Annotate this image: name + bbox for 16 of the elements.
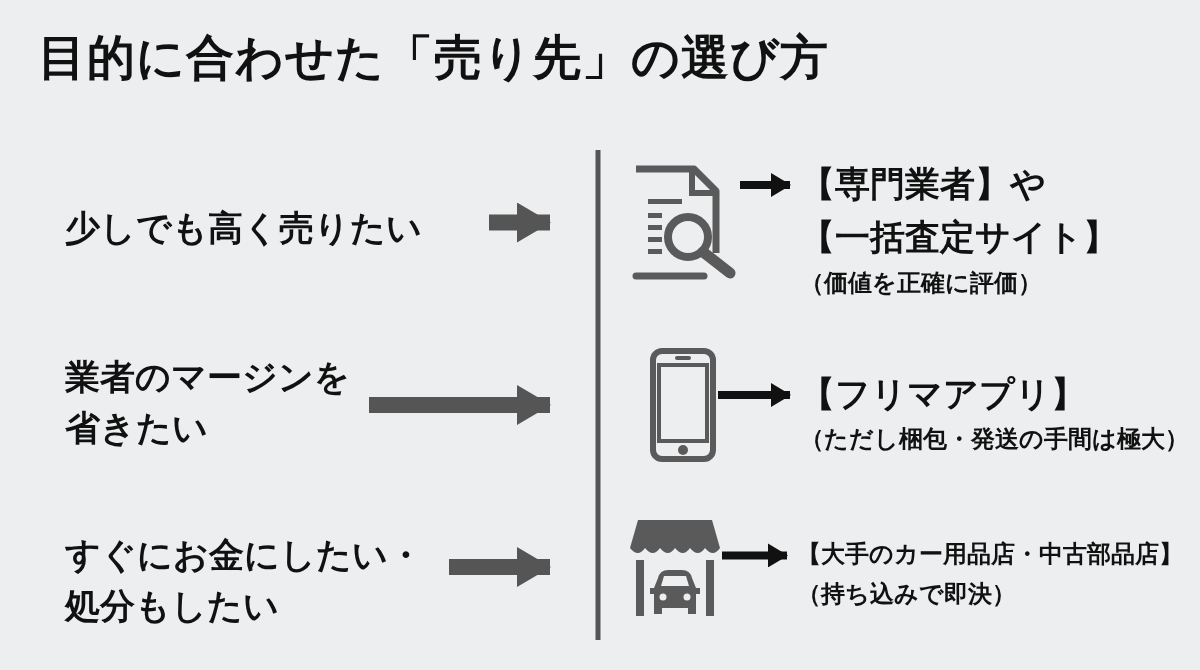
- arrow: [489, 202, 551, 243]
- store-icon: [630, 518, 720, 616]
- note-text: （持ち込みで即決）: [797, 580, 1016, 609]
- node-text: 少しでも高く売りたい: [65, 207, 423, 250]
- node-text: 【フリマアプリ】: [800, 373, 1086, 416]
- note-text: （価値を正確に評価）: [800, 269, 1042, 298]
- node-text: すぐにお金にしたい・処分もしたい: [65, 534, 424, 628]
- arrow: [449, 547, 551, 587]
- title: 目的に合わせた「売り先」の選び方: [38, 28, 829, 87]
- arrow: [369, 385, 551, 425]
- phone-icon: [650, 348, 716, 462]
- document-icon: [630, 165, 738, 280]
- node-text: 【専門業者】や【一括査定サイト】: [800, 163, 1119, 259]
- note-text: （ただし梱包・発送の手間は極大）: [800, 424, 1189, 454]
- node-text: 【大手のカー用品店・中古部品店】: [797, 539, 1183, 570]
- node-text: 業者のマージンを省きたい: [65, 356, 351, 450]
